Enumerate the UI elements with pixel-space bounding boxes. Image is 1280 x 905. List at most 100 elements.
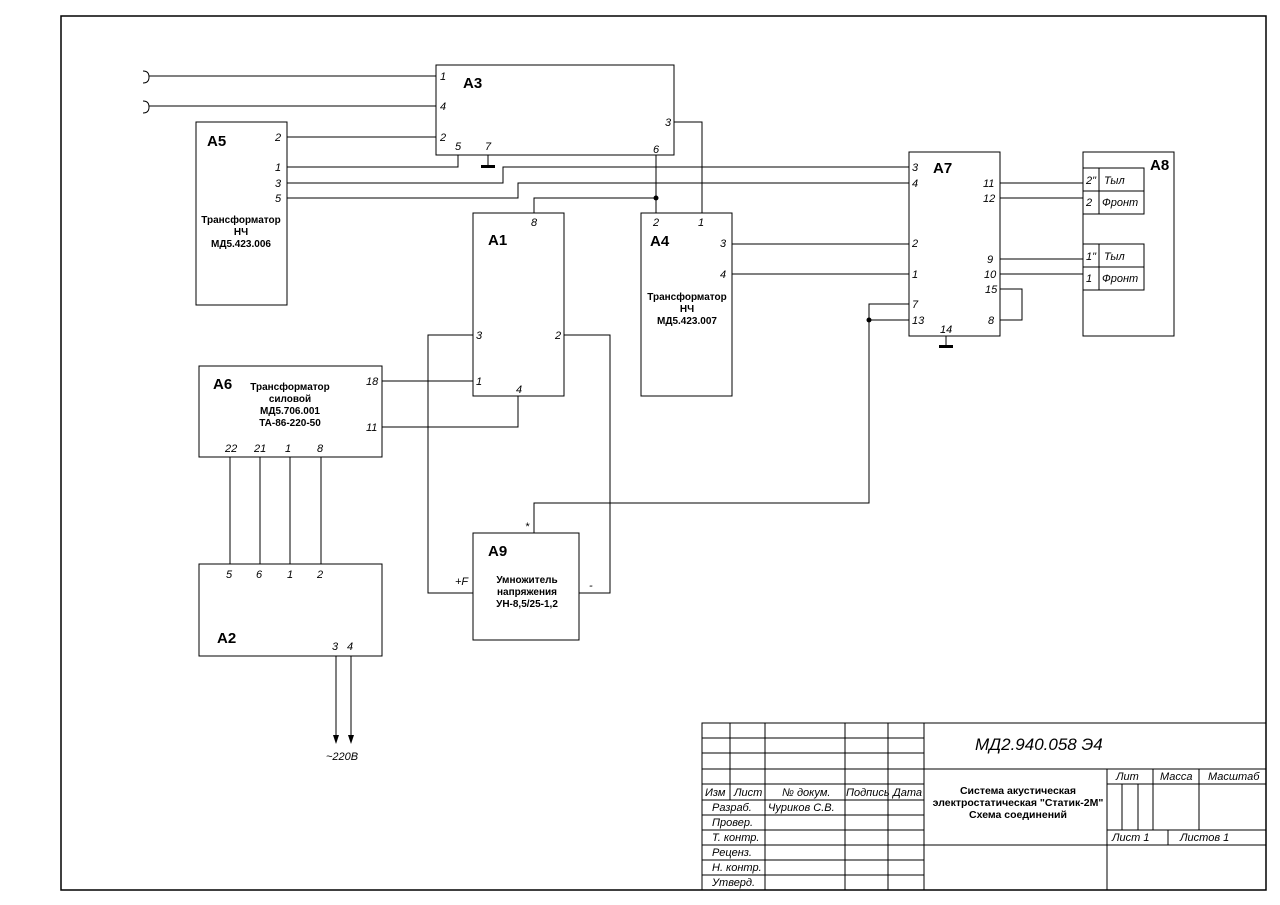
- title-line: электростатическая "Статик-2М": [933, 797, 1104, 809]
- a3-pin: 6: [653, 144, 660, 156]
- a8-row-name: Фронт: [1102, 197, 1138, 209]
- block-a5-box: [195, 121, 288, 306]
- role-label: Разраб.: [712, 802, 752, 814]
- title-line: Система акустическая: [960, 785, 1076, 797]
- role-label: Н. контр.: [712, 862, 762, 874]
- block-a9-label: А9: [488, 543, 507, 560]
- a2-pin: 6: [256, 569, 263, 581]
- arrow-down-icon: [348, 735, 354, 744]
- block-a2: А2 5 6 1 2 3 4: [198, 563, 383, 657]
- wire: [533, 320, 870, 533]
- title-block: МД2.940.058 Э4 Система акустическая элек…: [701, 722, 1267, 891]
- a8-row-pin: 1": [1086, 251, 1097, 263]
- a1-pin: 2: [554, 330, 561, 342]
- block-a4-label: А4: [650, 233, 670, 250]
- a5-pin: 2: [274, 132, 281, 144]
- a8-row-name: Тыл: [1104, 251, 1125, 263]
- a5-pin: 3: [275, 178, 282, 190]
- role-label: Провер.: [712, 817, 753, 829]
- block-a5: А5 Трансформатор НЧ МД5.423.006 2 1 3 5: [195, 121, 288, 306]
- a6-pin: 8: [317, 443, 324, 455]
- header-doc: № докум.: [782, 787, 830, 799]
- a6-pin: 18: [366, 376, 379, 388]
- ground-icon: [939, 345, 953, 348]
- a9-desc-line: Умножитель: [496, 575, 557, 586]
- sheet-count: Листов 1: [1179, 832, 1229, 844]
- junction-dot: [653, 195, 659, 201]
- wire: [564, 334, 611, 594]
- doc-number: МД2.940.058 Э4: [975, 735, 1103, 754]
- a4-pin: 2: [652, 217, 659, 229]
- a9-pin: +F: [455, 576, 469, 588]
- block-a9-box: [472, 532, 580, 641]
- a2-pin: 3: [332, 641, 339, 653]
- a3-pin: 7: [485, 141, 492, 153]
- a2-pin: 1: [287, 569, 293, 581]
- a8-row-pin: 1: [1086, 273, 1092, 285]
- developer-name: Чуриков С.В.: [768, 802, 835, 814]
- a2-pin: 2: [316, 569, 323, 581]
- a3-pin: 2: [439, 132, 446, 144]
- a7-pin: 3: [912, 162, 919, 174]
- block-a9: А9 Умножитель напряжения УН-8,5/25-1,2 *…: [455, 521, 593, 641]
- a6-pin: 22: [224, 443, 237, 455]
- block-a8: А8 2" Тыл 2 Фронт 1" Тыл 1 Фронт: [1082, 151, 1175, 337]
- a7-pin: 13: [912, 315, 925, 327]
- wire: [287, 182, 909, 199]
- a1-pin: 4: [516, 384, 522, 396]
- lit-header: Лит: [1115, 771, 1139, 783]
- role-label: Реценз.: [712, 847, 752, 859]
- a2-pin: 5: [226, 569, 233, 581]
- role-label: Т. контр.: [712, 832, 759, 844]
- wire: [382, 396, 519, 428]
- a6-desc-line: МД5.706.001: [260, 406, 320, 417]
- a6-pin: 11: [366, 422, 377, 434]
- lit-header: Масса: [1160, 771, 1193, 783]
- a2-pin: 4: [347, 641, 353, 653]
- a7-pin: 8: [988, 315, 995, 327]
- a4-pin: 1: [698, 217, 704, 229]
- a7-pin: 14: [940, 324, 952, 336]
- wire: [1000, 288, 1023, 321]
- block-a7-label: А7: [933, 160, 952, 177]
- a1-pin: 3: [476, 330, 483, 342]
- a9-desc-line: УН-8,5/25-1,2: [496, 599, 558, 610]
- block-a3: А3 1 4 2 5 7 3 6: [435, 64, 675, 156]
- a3-pin: 4: [440, 101, 446, 113]
- a6-desc-line: Трансформатор: [250, 381, 330, 393]
- wire: [533, 197, 656, 213]
- arrow-down-icon: [333, 735, 339, 744]
- a7-pin: 10: [984, 269, 997, 281]
- block-a4: А4 Трансформатор НЧ МД5.423.007 2 1 3 4: [640, 212, 733, 397]
- a8-row-name: Фронт: [1102, 273, 1138, 285]
- header-sign: Подпись: [846, 787, 890, 799]
- a6-desc-line: силовой: [269, 394, 311, 405]
- block-a1-label: А1: [488, 232, 507, 249]
- a3-pin: 1: [440, 71, 446, 83]
- block-a6: А6 Трансформатор силовой МД5.706.001 ТА-…: [198, 365, 383, 458]
- supply-label: ~220В: [326, 751, 358, 763]
- a7-pin: 1: [912, 269, 918, 281]
- input-jack-icon: [142, 70, 150, 84]
- a9-pin: -: [589, 580, 593, 592]
- header-date: Дата: [891, 787, 922, 799]
- sheet-frame: [60, 15, 1267, 891]
- a6-pin: 21: [253, 443, 266, 455]
- a9-desc-line: напряжения: [497, 587, 557, 598]
- header-izm: Изм: [705, 787, 726, 799]
- a8-row-pin: 2: [1085, 197, 1092, 209]
- a7-pin: 7: [912, 299, 919, 311]
- ground-icon: [481, 165, 495, 168]
- wires: [142, 70, 1083, 744]
- block-a6-label: А6: [213, 376, 232, 393]
- block-a1: А1 8 3 2 1 4: [472, 212, 565, 397]
- a3-pin: 5: [455, 141, 462, 153]
- a5-pin: 5: [275, 193, 282, 205]
- a4-desc-line: Трансформатор: [647, 291, 727, 303]
- a7-pin: 2: [911, 238, 918, 250]
- a5-desc-line: МД5.423.006: [211, 239, 271, 250]
- a7-pin: 9: [987, 254, 993, 266]
- block-a4-box: [640, 212, 733, 397]
- a5-pin: 1: [275, 162, 281, 174]
